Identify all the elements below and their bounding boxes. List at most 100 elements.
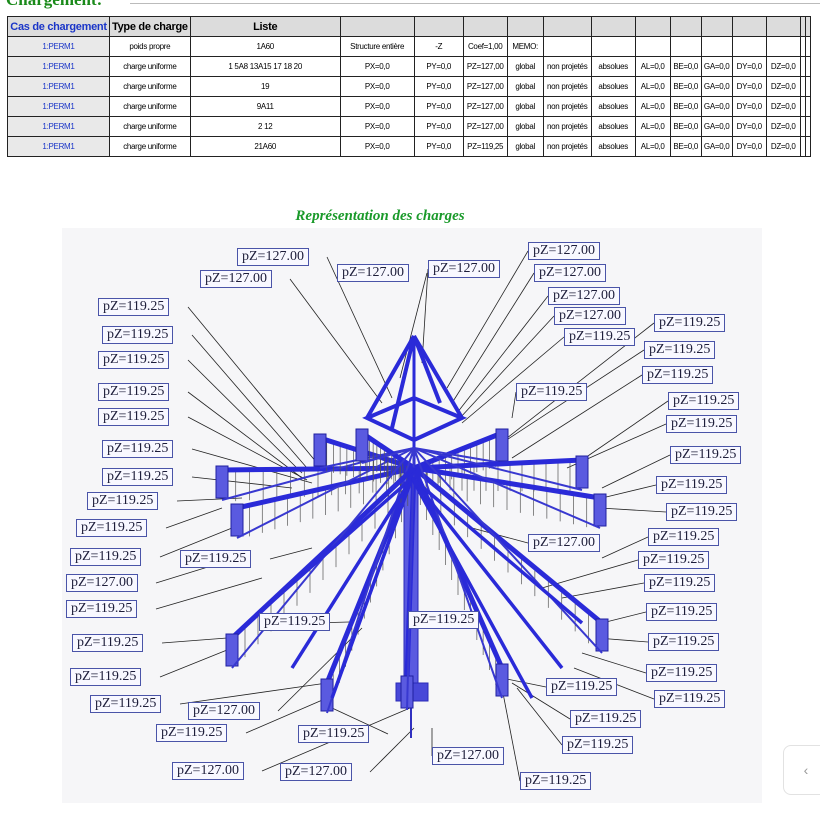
- load-label: pZ=119.25: [98, 408, 170, 426]
- load-label: pZ=119.25: [102, 468, 174, 486]
- table-cell: global: [506, 76, 544, 97]
- table-cell: global: [506, 96, 544, 117]
- table-cell: [634, 36, 671, 57]
- table-cell: PZ=127,00: [462, 76, 508, 97]
- leader-line: [161, 637, 228, 644]
- table-cell: BE=0,0: [669, 116, 702, 137]
- table-cell: PZ=127,00: [462, 116, 508, 137]
- leader-line: [601, 536, 649, 559]
- load-label: pZ=119.25: [644, 341, 716, 359]
- load-label: pZ=119.25: [546, 678, 618, 696]
- load-label: pZ=119.25: [70, 668, 142, 686]
- leader-line: [179, 682, 328, 705]
- table-cell: absolues: [590, 116, 636, 137]
- header-cell: Liste: [189, 16, 341, 37]
- table-cell: AL=0,0: [634, 96, 671, 117]
- table-cell: [804, 36, 811, 57]
- load-label: pZ=119.25: [66, 600, 138, 618]
- table-cell: [804, 56, 811, 77]
- arm-beam: [413, 430, 503, 471]
- table-cell: 9A11: [189, 96, 341, 117]
- table-cell: PX=0,0: [339, 116, 415, 137]
- leader-line: [446, 250, 529, 389]
- leader-line: [501, 687, 521, 782]
- leader-line: [461, 336, 565, 424]
- table-cell: poids propre: [109, 36, 191, 57]
- load-label: pZ=119.25: [656, 476, 728, 494]
- table-cell: PY=0,0: [413, 96, 464, 117]
- leader-line: [516, 687, 563, 746]
- table-cell: PZ=119,25: [462, 136, 508, 157]
- table-cell: PX=0,0: [339, 76, 415, 97]
- table-cell: 1:PERM1: [7, 116, 110, 137]
- table-cell: GA=0,0: [700, 116, 733, 137]
- table-cell: 21A60: [189, 136, 341, 157]
- leader-line: [331, 707, 389, 735]
- table-cell: DZ=0,0: [765, 136, 801, 157]
- leader-line: [191, 448, 313, 484]
- table-cell: PX=0,0: [339, 56, 415, 77]
- roof-rafter: [365, 335, 416, 419]
- arm-brace: [413, 447, 601, 529]
- table-cell: [765, 36, 801, 57]
- divider: [130, 3, 820, 4]
- table-cell: PY=0,0: [413, 136, 464, 157]
- collapse-button[interactable]: ‹: [783, 745, 820, 795]
- diagram-title: Représentation des charges: [295, 208, 465, 224]
- header-cell: [413, 16, 464, 37]
- table-cell: [804, 136, 811, 157]
- table-cell: 1A60: [189, 36, 341, 57]
- leader-line: [369, 727, 415, 773]
- leader-line: [601, 454, 671, 489]
- table-cell: DY=0,0: [731, 96, 767, 117]
- table-cell: DZ=0,0: [765, 76, 801, 97]
- leader-line: [541, 559, 639, 589]
- table-cell: [804, 116, 811, 137]
- structure-drawing: [155, 250, 671, 782]
- seat-hanger: [495, 428, 509, 462]
- arm-brace: [413, 447, 503, 699]
- seat-hanger: [320, 678, 334, 712]
- arm-brace: [413, 447, 583, 491]
- load-label: pZ=119.25: [570, 710, 642, 728]
- table-cell: charge uniforme: [109, 76, 191, 97]
- header-cell: [339, 16, 415, 37]
- table-cell: DZ=0,0: [765, 56, 801, 77]
- table-cell: DY=0,0: [731, 116, 767, 137]
- load-label: pZ=127.00: [432, 747, 504, 765]
- table-cell: absolues: [590, 96, 636, 117]
- leader-line: [176, 497, 243, 502]
- table-cell: GA=0,0: [700, 136, 733, 157]
- header-cell: [506, 16, 544, 37]
- table-cell: [700, 36, 733, 57]
- table-cell: PZ=127,00: [462, 96, 508, 117]
- table-cell: MEMO:: [506, 36, 544, 57]
- table-cell: AL=0,0: [634, 56, 671, 77]
- leader-line: [456, 295, 549, 414]
- leader-line: [511, 391, 517, 419]
- table-cell: GA=0,0: [700, 56, 733, 77]
- arm-brace: [406, 447, 415, 711]
- seat-hanger: [593, 493, 607, 527]
- load-label: pZ=119.25: [670, 446, 742, 464]
- load-label: pZ=119.25: [180, 550, 252, 568]
- table-cell: [804, 76, 811, 97]
- seat-hanger: [575, 455, 589, 489]
- table-cell: Structure entière: [339, 36, 415, 57]
- leader-line: [269, 547, 313, 560]
- load-label: pZ=127.00: [237, 248, 309, 266]
- leader-line: [421, 268, 429, 364]
- leader-line: [187, 391, 303, 479]
- leader-line: [511, 682, 571, 720]
- load-label: pZ=119.25: [648, 633, 720, 651]
- load-label: pZ=119.25: [70, 548, 142, 566]
- header-cell: Cas de chargement: [7, 16, 110, 37]
- header-cell: [462, 16, 508, 37]
- leader-line: [581, 652, 647, 674]
- table-cell: 2 12: [189, 116, 341, 137]
- arm-brace: [361, 447, 415, 464]
